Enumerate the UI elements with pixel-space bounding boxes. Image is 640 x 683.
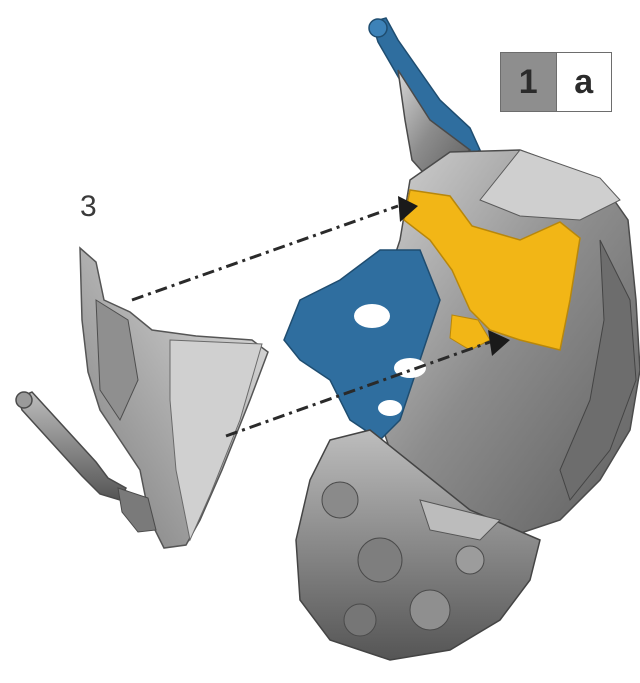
badge-number: 1	[501, 53, 557, 111]
part-callout-label: 3	[80, 190, 97, 224]
figure-badge: 1 a	[500, 52, 612, 112]
badge-letter: a	[557, 53, 612, 111]
part-3-bracket	[16, 248, 268, 548]
main-bracket-assembly	[284, 18, 640, 660]
